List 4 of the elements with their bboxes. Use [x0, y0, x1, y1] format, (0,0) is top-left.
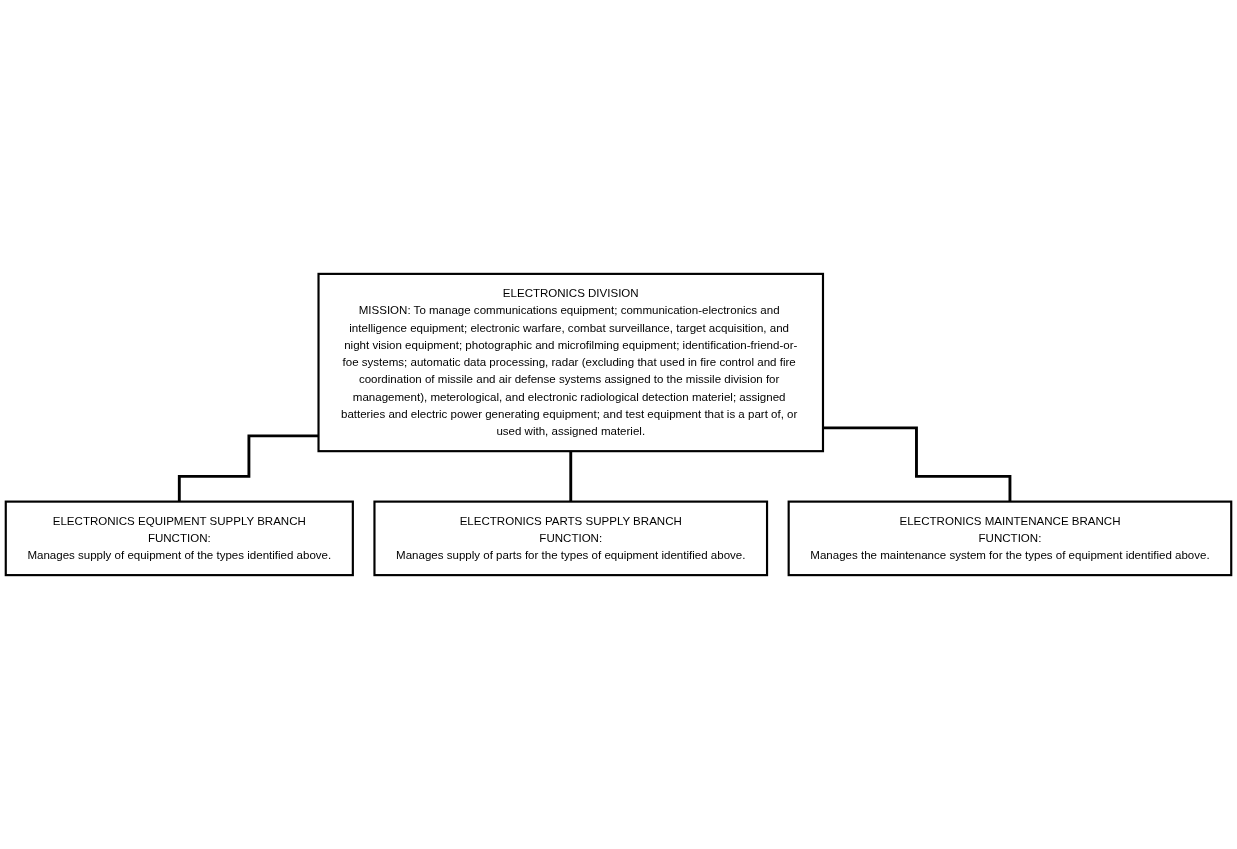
- node-box: ELECTRONICS DIVISION MISSION: To manage communications equipment; communication-electronics and intelligence equipment; electronic warfare, combat surveillance, target acquisition, and night vision equipment; photographic and microfilming equipment; identification-friend-or-foe systems; automatic data processing, radar (excluding that used in fire control and fire coordination of missile and air defense systems assigned to the missile division for management), meterological, and electronic radiological detection materiel; assigned batteries and electric power generating equipment; and test equipment that is a part of, or used with, assigned materiel.: [317, 272, 825, 453]
- node-box: ELECTRONICS MAINTENANCE BRANCH FUNCTION: Manages the maintenance system for the types of equipment identified above.: [787, 500, 1233, 577]
- node-box: ELECTRONICS PARTS SUPPLY BRANCH FUNCTION: Manages supply of parts for the types of equipment identified above.: [373, 500, 769, 577]
- node-box: ELECTRONICS EQUIPMENT SUPPLY BRANCH FUNCTION: Manages supply of equipment of the types identified above.: [4, 500, 354, 577]
